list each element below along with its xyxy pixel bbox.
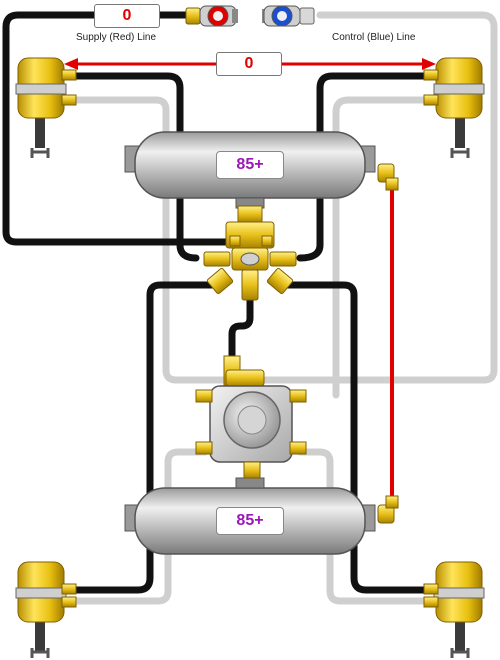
supply-hose-main: [2, 11, 230, 246]
control-hose-upper-left: [70, 11, 498, 384]
control-hose-upper-right: [332, 96, 432, 399]
arrow-right-icon: [422, 58, 436, 70]
supply-pressure-gauge: 0: [94, 4, 160, 28]
glad-hand-supply[interactable]: [185, 5, 238, 27]
brake-chamber-lower-left: [15, 561, 77, 658]
supply-hose-lower-right: [281, 281, 432, 594]
supply-line-label: Supply (Red) Line: [76, 32, 157, 43]
brake-chamber-lower-right: [423, 561, 485, 658]
supply-hose-upper-right: [296, 72, 432, 262]
supply-hose-quick-release: [228, 296, 254, 376]
glad-hand-control[interactable]: [262, 5, 315, 27]
control-pressure-gauge: 0: [216, 52, 282, 76]
quick-release-valve: [195, 355, 307, 479]
supply-hoses: [2, 11, 432, 594]
supply-hose-upper-left: [70, 72, 200, 262]
brake-chamber-upper-left: [15, 57, 77, 158]
supply-hose-lower-left: [70, 281, 219, 594]
relay-valve-block: [203, 205, 297, 301]
brake-chamber-upper-right: [423, 57, 485, 158]
control-line-label: Control (Blue) Line: [332, 32, 416, 43]
arrow-left-icon: [64, 58, 78, 70]
lower-tank-pressure: 85+: [216, 507, 284, 535]
upper-tank-pressure: 85+: [216, 151, 284, 179]
